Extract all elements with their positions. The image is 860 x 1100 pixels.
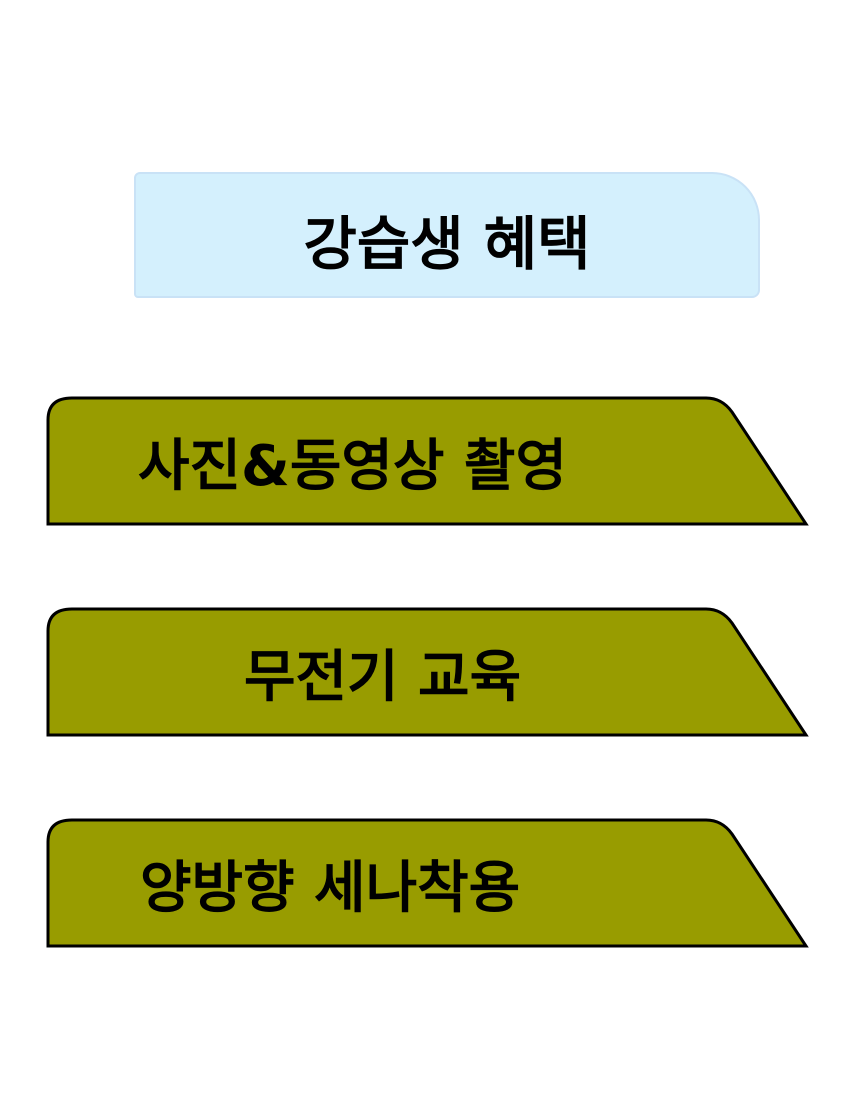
benefit-banner-photo-video: 사진&동영상 촬영 bbox=[46, 396, 810, 526]
benefit-banner-sena-headset: 양방향 세나착용 bbox=[46, 818, 810, 948]
banner-shape bbox=[46, 396, 809, 526]
benefit-label: 사진&동영상 촬영 bbox=[138, 433, 567, 499]
banner-shape bbox=[46, 607, 809, 737]
title-text: 강습생 혜택 bbox=[303, 210, 591, 278]
benefit-banner-radio-training: 무전기 교육 bbox=[46, 607, 810, 737]
title-box: 강습생 혜택 bbox=[134, 172, 760, 298]
benefit-label: 무전기 교육 bbox=[244, 644, 522, 710]
benefit-label: 양방향 세나착용 bbox=[140, 855, 521, 921]
banner-shape bbox=[46, 818, 809, 948]
